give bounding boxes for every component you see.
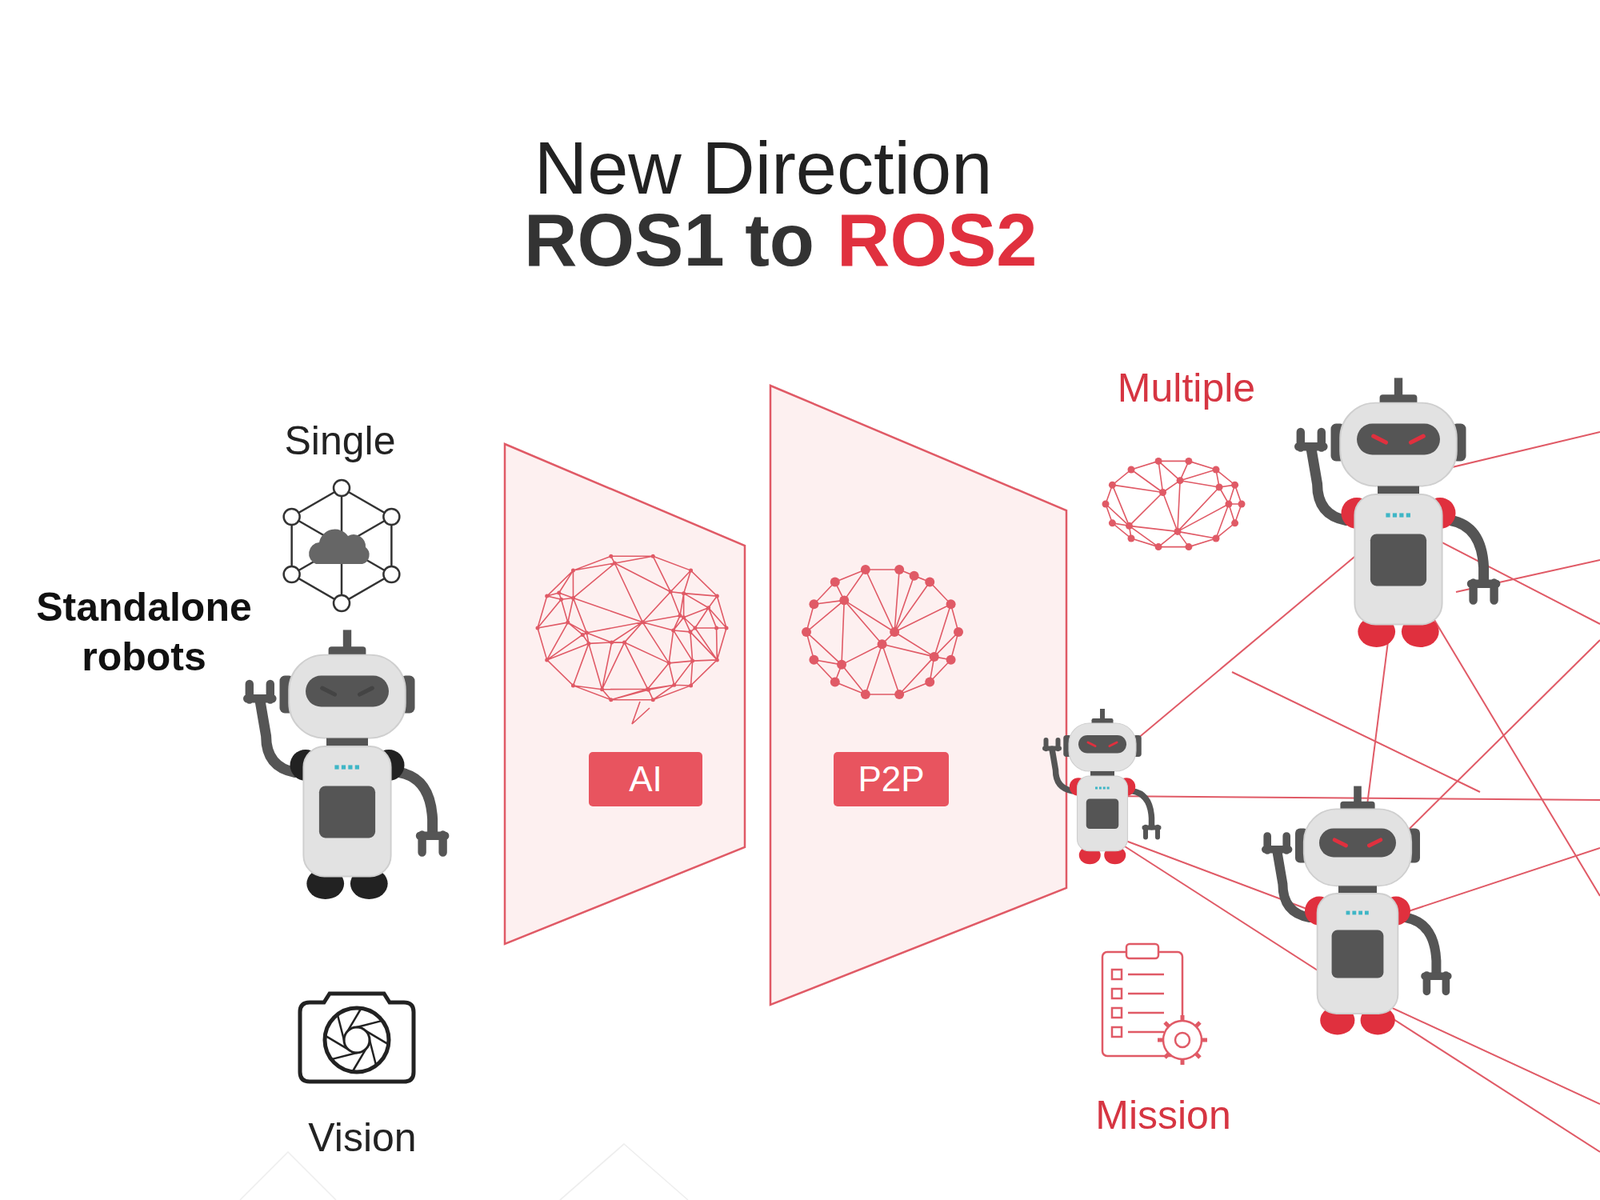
robot-figure xyxy=(247,629,445,900)
multiple-label: Multiple xyxy=(1117,363,1256,414)
standalone-label: Standalone robots xyxy=(8,582,280,683)
single-network-icon xyxy=(284,480,400,612)
network-lines xyxy=(1102,432,1600,1152)
badge-text: AI xyxy=(628,759,663,800)
label-badge: P2P xyxy=(833,752,949,807)
robot-figure xyxy=(1044,708,1160,864)
ros1-heading: ROS1 to xyxy=(524,194,815,287)
layer-panel xyxy=(770,385,1067,1005)
multiple-mesh-icon xyxy=(1102,457,1246,551)
title-text: New Direction xyxy=(534,126,993,211)
ros2-heading: ROS2 xyxy=(836,194,1038,287)
mission-label: Mission xyxy=(1095,1090,1231,1141)
vision-camera-icon xyxy=(300,993,414,1082)
layer-panel xyxy=(504,444,745,944)
p2p-mesh-icon xyxy=(801,564,964,700)
badge-text: P2P xyxy=(857,759,924,800)
single-label: Single xyxy=(284,416,396,467)
brain-mesh-icon xyxy=(536,554,729,702)
vision-label: Vision xyxy=(308,1112,416,1164)
robot-figure xyxy=(1265,786,1448,1036)
label-badge: AI xyxy=(588,752,703,807)
brain-stem xyxy=(632,701,650,724)
robot-figure xyxy=(1298,377,1496,648)
background-mesh xyxy=(240,1144,688,1200)
mission-clipboard-icon xyxy=(1102,944,1208,1065)
